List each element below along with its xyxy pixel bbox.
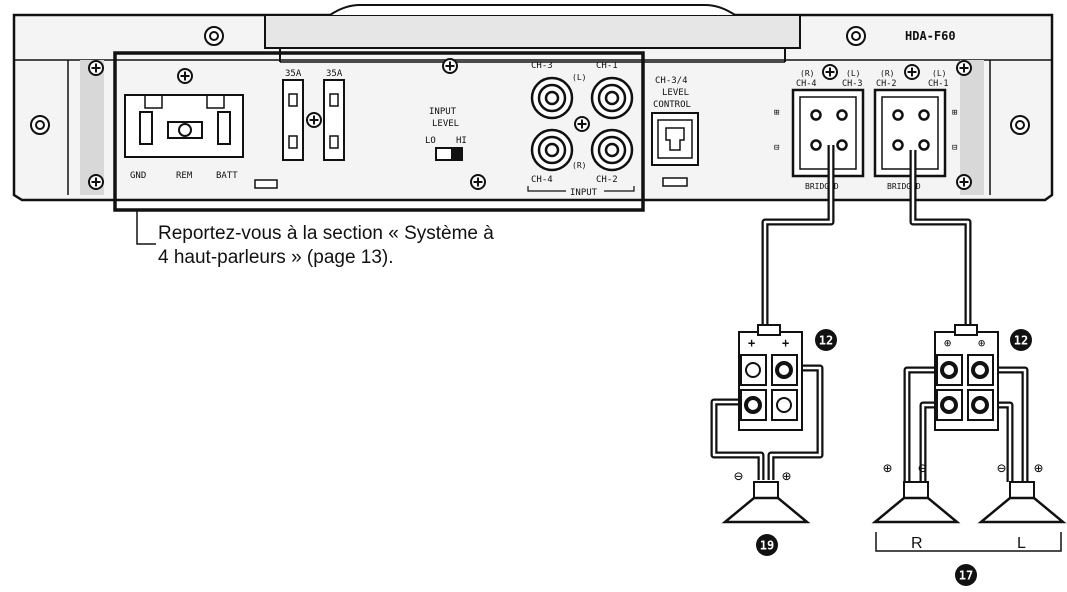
svg-text:⊕: ⊕ xyxy=(944,336,951,350)
callout-speakers-label: 17 xyxy=(959,569,973,583)
callout-speakers xyxy=(955,564,977,586)
batt-label: BATT xyxy=(216,171,238,181)
rca-input-group-label: INPUT xyxy=(570,188,598,198)
svg-text:⊞: ⊞ xyxy=(952,108,957,118)
svg-text:⊕: ⊕ xyxy=(782,467,791,485)
output-a-ch-right: CH-3 xyxy=(842,79,862,89)
svg-text:⊖: ⊖ xyxy=(997,459,1006,477)
output-b-top-left: (R) xyxy=(880,69,894,78)
output-b-ch-right: CH-1 xyxy=(928,79,948,89)
svg-text:⊞: ⊞ xyxy=(774,108,779,118)
referenced-section-box xyxy=(113,51,645,212)
output-a-top-right: (L) xyxy=(846,69,860,78)
output-b-top-right: (L) xyxy=(932,69,946,78)
input-level-title-2: LEVEL xyxy=(432,119,459,129)
reference-note-line-2: 4 haut-parleurs » (page 13). xyxy=(158,247,394,268)
rem-label: REM xyxy=(176,171,193,181)
svg-text:⊖: ⊖ xyxy=(734,467,743,485)
subwoofer: ⊖ ⊕ 19 xyxy=(721,467,811,556)
speaker-right xyxy=(903,481,929,499)
speaker-pair: ⊕ ⊖ ⊖ ⊕ R L 17 xyxy=(871,459,1067,586)
reference-note: Reportez-vous à la section « Système à 4… xyxy=(158,222,578,270)
speaker-right-label: R xyxy=(911,535,923,552)
rca-left-label: (L) xyxy=(572,73,586,82)
fuse-label-1: 35A xyxy=(285,69,302,79)
callout-subwoofer xyxy=(756,534,778,556)
callout-connector-a xyxy=(815,329,837,351)
speaker-connector-b: ⊕ ⊕ 12 xyxy=(934,324,1032,431)
callout-connector-b-label: 12 xyxy=(1014,334,1028,348)
svg-text:+: + xyxy=(782,336,789,350)
svg-text:⊕: ⊕ xyxy=(978,336,985,350)
svg-text:⊖: ⊖ xyxy=(918,459,927,477)
level-control-line2: LEVEL xyxy=(662,88,689,98)
callout-connector-b xyxy=(1010,329,1032,351)
rca-jack-ch3 xyxy=(530,76,574,120)
input-level-lo: LO xyxy=(425,136,436,146)
svg-text:⊕: ⊕ xyxy=(1034,459,1043,477)
input-level-switch: INPUT LEVEL LO HI xyxy=(425,107,467,161)
output-a-ch-left: CH-4 xyxy=(796,79,816,89)
rca-ch2-label: CH-2 xyxy=(596,175,618,185)
speaker-left-label: L xyxy=(1017,535,1026,552)
svg-text:⊟: ⊟ xyxy=(774,143,779,153)
level-control-line3: CONTROL xyxy=(653,100,691,110)
callout-subwoofer-label: 19 xyxy=(760,539,774,553)
svg-text:⊟: ⊟ xyxy=(952,143,957,153)
output-a-top-left: (R) xyxy=(800,69,814,78)
rca-jack-ch1 xyxy=(590,76,634,120)
input-level-title-1: INPUT xyxy=(429,107,457,117)
svg-text:⊕: ⊕ xyxy=(883,459,892,477)
gnd-label: GND xyxy=(130,171,146,181)
level-control-port: CH-3/4 LEVEL CONTROL xyxy=(651,76,699,187)
output-a-bridged: BRIDGED xyxy=(805,182,839,191)
callout-connector-a-label: 12 xyxy=(819,334,833,348)
rca-jack-ch4 xyxy=(530,128,574,172)
level-control-line1: CH-3/4 xyxy=(655,76,688,86)
speaker-connector-a: + + 12 xyxy=(738,324,837,431)
svg-text:+: + xyxy=(748,336,755,350)
mounting-hole-left xyxy=(30,115,50,135)
output-b-ch-left: CH-2 xyxy=(876,79,896,89)
model-label: HDA-F60 xyxy=(905,29,956,43)
reference-note-line-1: Reportez-vous à la section « Système à xyxy=(158,223,494,244)
rca-jack-ch2 xyxy=(590,128,634,172)
power-terminal-block: GND REM BATT xyxy=(124,68,278,189)
output-b-bridged: BRIDGED xyxy=(887,182,921,191)
rca-ch3-label: CH-3 xyxy=(531,61,553,71)
rca-ch4-label: CH-4 xyxy=(531,175,553,185)
fuse-block: 35A 35A xyxy=(282,69,345,161)
speaker-output-b: (R) CH-2 (L) CH-1 ⊞ ⊟ BRIDGED xyxy=(873,64,957,191)
input-level-hi: HI xyxy=(456,136,467,146)
mounting-hole-right xyxy=(1010,115,1030,135)
rca-ch1-label: CH-1 xyxy=(596,61,618,71)
speaker-left xyxy=(1009,481,1035,499)
note-leader-line xyxy=(136,210,156,245)
rca-input-block: CH-3 CH-1 (L) (R) CH-4 CH-2 INPUT xyxy=(527,61,635,198)
rca-right-label: (R) xyxy=(572,161,586,170)
fuse-label-2: 35A xyxy=(326,69,343,79)
